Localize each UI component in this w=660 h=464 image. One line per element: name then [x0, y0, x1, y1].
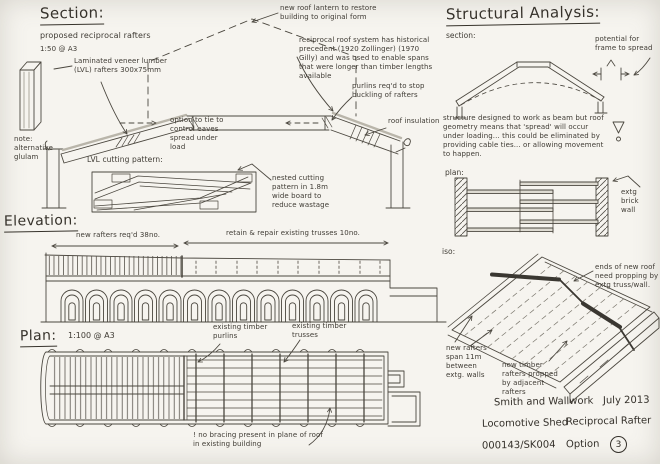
analysis-section-sketch — [453, 57, 651, 142]
plan-title: Plan: — [20, 328, 57, 348]
propping-note: ends of new roof need propping by extg t… — [595, 263, 659, 289]
titleblock-firm: Smith and Wallwork — [493, 395, 594, 409]
plan-trusses-label: existing timber trusses — [292, 322, 347, 339]
glulam-plank-sketch — [19, 61, 42, 131]
analysis-iso-label: iso: — [442, 247, 456, 256]
titleblock-number: 000143/SK004 — [481, 439, 556, 452]
insulation-note: roof insulation — [388, 117, 440, 125]
analysis-title: Structural Analysis: — [446, 3, 601, 27]
lvl-cutting-sketch — [91, 163, 272, 213]
analysis-iso-sketch — [447, 253, 660, 404]
plan-purlins-label: existing timber purlins — [213, 323, 268, 340]
purlin-note: purlins req'd to stop buckling of rafter… — [352, 82, 425, 99]
precedent-note: reciprocal roof system has historical pr… — [299, 36, 433, 80]
span-note: new rafters span 11m between extg. walls — [446, 344, 487, 379]
glulam-note: note: alternative glulam — [14, 135, 54, 161]
titleblock-option-label: Option — [565, 438, 600, 451]
elevation-new-dim: new rafters req'd 38no. — [76, 231, 161, 239]
elevation-sketch — [40, 240, 447, 323]
spread-note: potential for frame to spread — [595, 35, 653, 52]
plan-bracing-note: ! no bracing present in plane of roof in… — [193, 431, 323, 448]
section-scale: 1:50 @ A3 — [40, 45, 78, 53]
titleblock-drawing: Reciprocal Rafter — [565, 415, 652, 428]
nested-note: nested cutting pattern in 1.8m wide boar… — [272, 174, 330, 209]
section-subtitle: proposed reciprocal rafters — [40, 31, 151, 40]
lantern-note: new roof lantern to restore building to … — [280, 4, 377, 21]
analysis-plan-sketch — [454, 175, 641, 237]
section-title: Section: — [40, 3, 105, 26]
analysis-section-label: section: — [446, 31, 476, 40]
lvl-note: Laminated veneer lumber (LVL) rafters 30… — [74, 57, 168, 74]
plan-sketch — [40, 339, 421, 446]
elevation-title: Elevation: — [4, 212, 78, 233]
cutting-pattern-title: LVL cutting pattern: — [87, 155, 163, 164]
elevation-existing-dim: retain & repair existing trusses 10no. — [226, 229, 360, 237]
titleblock-project: Locomotive Shed — [481, 417, 569, 430]
section-sketch — [19, 12, 411, 209]
titleblock-option-number: 3 — [610, 436, 627, 453]
analysis-plan-label: plan: — [445, 168, 464, 177]
wall-label: extg brick wall — [621, 188, 639, 214]
tie-note: option to tie to control eaves spread un… — [170, 116, 224, 151]
titleblock-date: July 2013 — [602, 394, 650, 407]
propped-note: new timber rafters propped by adjacent r… — [502, 361, 558, 396]
behaviour-note: structure designed to work as beam but r… — [443, 114, 604, 158]
plan-scale: 1:100 @ A3 — [68, 331, 115, 340]
